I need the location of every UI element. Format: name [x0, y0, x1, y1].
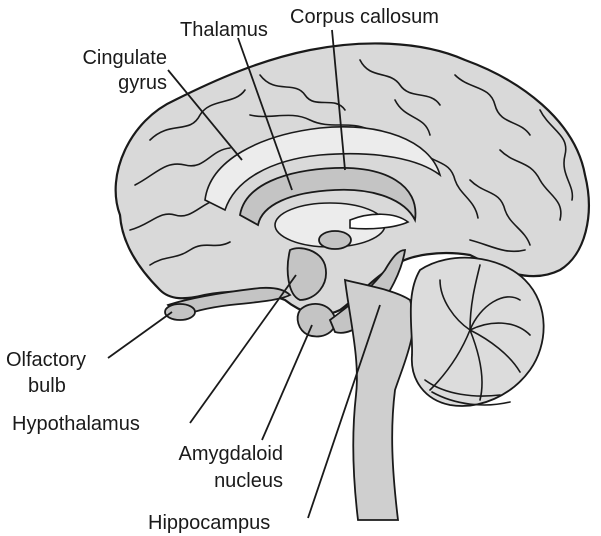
label-cingulate-line2: gyrus	[118, 72, 167, 94]
label-cingulate-line1: Cingulate	[82, 47, 167, 69]
label-olfactory-line2: bulb	[28, 375, 66, 397]
olfactory-bulb	[165, 304, 195, 320]
label-hippocampus: Hippocampus	[148, 512, 270, 534]
label-hypothalamus: Hypothalamus	[12, 413, 140, 435]
label-olfactory-line1: Olfactory	[6, 349, 86, 371]
thalamus-nucleus	[319, 231, 351, 249]
label-corpus-callosum: Corpus callosum	[290, 6, 439, 28]
brainstem	[345, 280, 413, 520]
label-amygdaloid-line2: nucleus	[214, 470, 283, 492]
label-thalamus: Thalamus	[180, 19, 268, 41]
label-amygdaloid-line1: Amygdaloid	[178, 443, 283, 465]
